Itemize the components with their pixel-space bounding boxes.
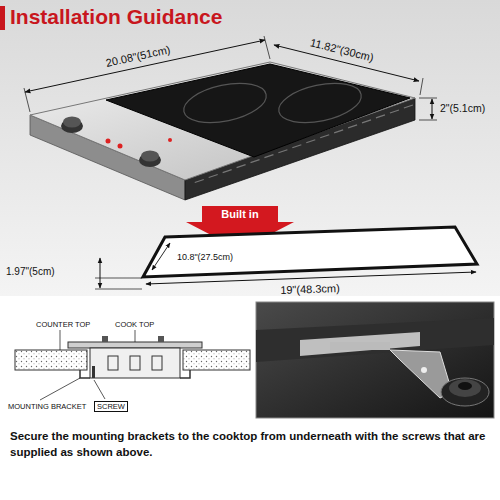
leader-line <box>94 380 105 399</box>
extension-line <box>419 120 437 121</box>
dimension-line <box>152 243 170 270</box>
dimension-line <box>432 99 433 119</box>
leader-line <box>135 330 136 342</box>
section-vents <box>108 356 162 370</box>
dimension-line <box>25 40 265 92</box>
part-label: MOUNTING BRACKET <box>8 402 86 411</box>
leader-line <box>40 378 80 400</box>
caption: Secure the mounting brackets to the cook… <box>10 428 490 460</box>
vent-slots <box>195 105 413 183</box>
title: Installation Guidance <box>10 5 222 29</box>
extension-line <box>24 88 30 112</box>
dimension-label: 2"(5.1cm) <box>440 102 485 114</box>
title-bar <box>0 6 5 30</box>
extension-line <box>95 289 142 290</box>
cutout-outline <box>143 227 477 277</box>
part-label: SCREW <box>94 401 128 412</box>
part-label: COOK TOP <box>115 320 154 329</box>
background <box>0 0 500 296</box>
extension-line <box>95 278 142 279</box>
bracket-photo <box>256 302 494 418</box>
extension-line <box>420 78 423 95</box>
extension-line <box>264 36 270 59</box>
arrow-label: Built in <box>221 208 258 220</box>
dimension-label: 19"(48.3cm) <box>280 282 340 296</box>
extension-line <box>419 98 437 99</box>
part-label: COUNTER TOP <box>36 320 90 329</box>
leader-line <box>60 330 61 350</box>
cooktop <box>30 62 415 200</box>
cross-section <box>15 336 250 378</box>
dimension-label: 10.8"(27.5cm) <box>177 252 233 262</box>
dimension-line <box>100 258 101 288</box>
dimension-label: 1.97"(5cm) <box>6 266 55 277</box>
